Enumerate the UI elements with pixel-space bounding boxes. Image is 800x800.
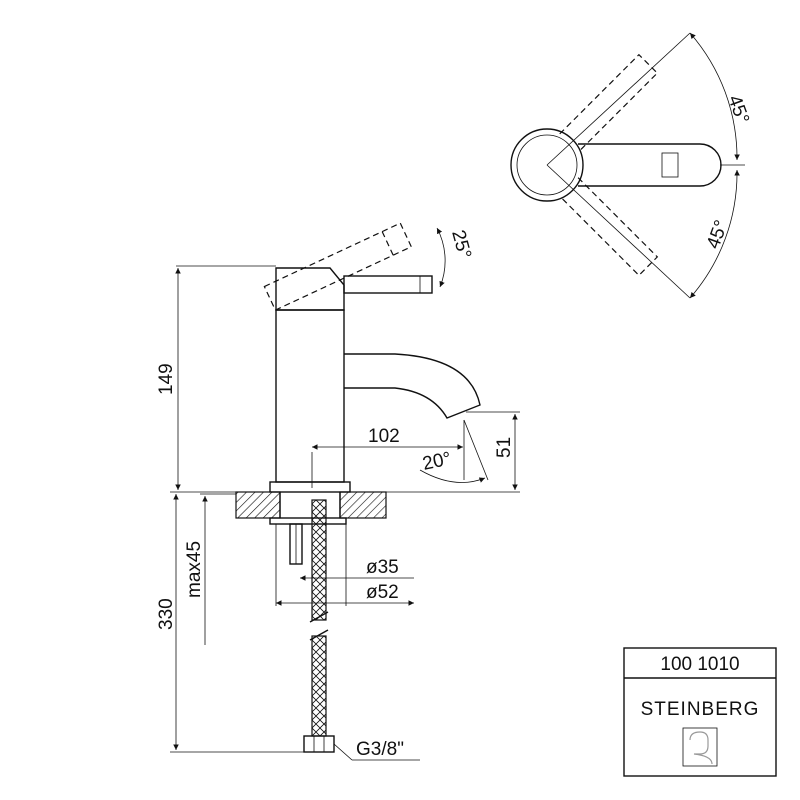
- tap-lever-tilted: [263, 222, 413, 311]
- product-code: 100 1010: [660, 654, 739, 675]
- top-view-lever-rotated-up: [559, 53, 659, 153]
- reach-label: 102: [368, 426, 400, 447]
- tap-body: [275, 309, 345, 483]
- side-view: 25° 149 102 51 20°: [156, 222, 520, 761]
- spout-angle-label: 20°: [421, 448, 453, 475]
- tap-spout: [344, 353, 481, 419]
- countertop-section-left: [235, 491, 281, 519]
- countertop-section-right: [339, 491, 387, 519]
- tap-cap: [275, 267, 345, 311]
- swing-left-label: 45°: [723, 93, 753, 127]
- diameter-large-label: ø52: [366, 582, 399, 603]
- connection-label: G3/8": [356, 739, 404, 760]
- tap-base: [269, 481, 351, 493]
- tap-lever: [343, 275, 433, 294]
- swing-right-label: 45°: [703, 218, 733, 252]
- fixing-plate: [269, 517, 347, 525]
- brand-name: STEINBERG: [641, 699, 760, 720]
- max-thickness-label: max45: [184, 541, 205, 598]
- height-label: 149: [156, 363, 177, 395]
- spout-height-label: 51: [494, 437, 515, 458]
- hose-upper: [311, 499, 327, 621]
- top-view-lever-tip: [661, 152, 679, 178]
- lever-tilt-label: 25°: [447, 228, 475, 261]
- top-view-inner-circle: [516, 134, 578, 196]
- diameter-small-label: ø35: [366, 557, 399, 578]
- brand-logo-icon: [682, 727, 718, 767]
- top-view: 45° 45°: [510, 32, 753, 299]
- hose-connector-nut: [303, 735, 335, 753]
- title-block: 100 1010 STEINBERG: [623, 647, 777, 777]
- hose-length-label: 330: [156, 598, 177, 630]
- top-view-lever: [578, 143, 722, 187]
- top-view-body-circle: [510, 128, 584, 202]
- top-view-lever-rotated-down: [559, 177, 659, 277]
- hose-lower: [311, 635, 327, 737]
